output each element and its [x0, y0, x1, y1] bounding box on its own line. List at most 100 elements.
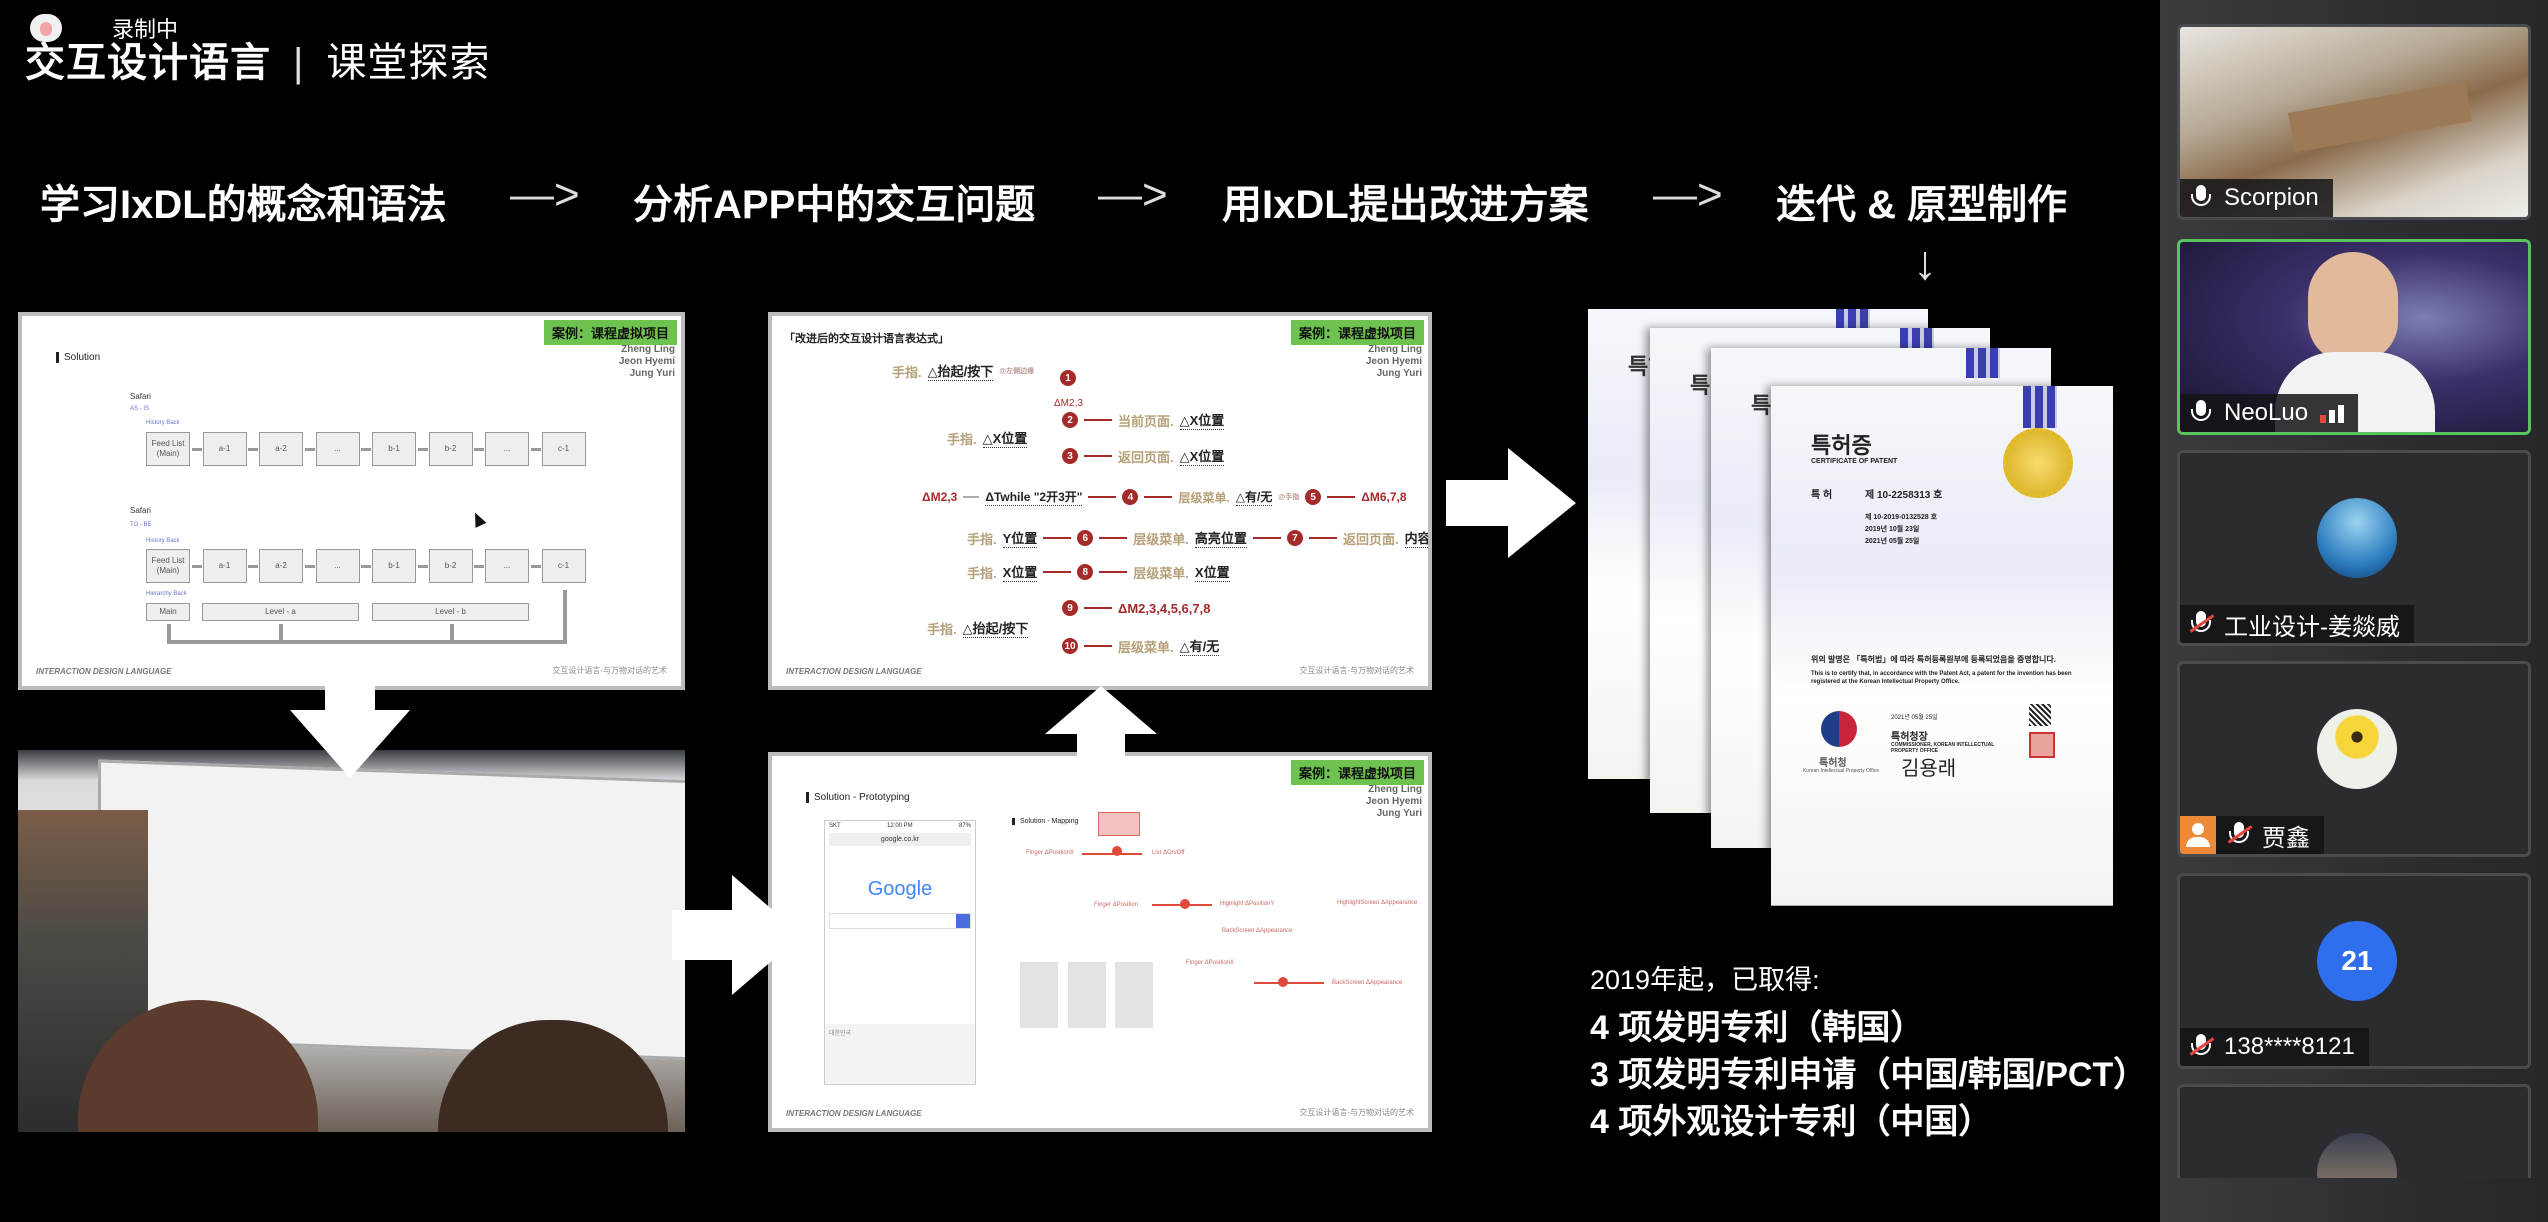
case-badge: 案例：课程虚拟项目	[1290, 320, 1424, 345]
participant-name-bar: 贾鑫	[2180, 816, 2324, 854]
video-feed	[2308, 252, 2398, 362]
participant-tile-active-speaker[interactable]: NeoLuo	[2177, 239, 2531, 435]
slide-footer: INTERACTION DESIGN LANGUAGE	[36, 667, 172, 676]
back-arrow-icon	[530, 448, 541, 451]
microphone-icon	[2190, 400, 2212, 426]
statement-ko: 위의 발명은 「특허법」에 따라 특허등록원부에 등록되었음을 증명합니다.	[1811, 655, 2056, 664]
course-subtitle: 课堂探索	[326, 41, 491, 85]
page-box: ...	[315, 432, 360, 466]
right-flow-arrow-icon	[1446, 448, 1576, 558]
row-label: History Back	[146, 538, 180, 544]
mapping-label: BackScreen ΔAppearance	[1332, 980, 1403, 986]
slide-footer: 交互设计语言-与万物对话的艺术	[1299, 666, 1414, 675]
mapping-label: Highlight ΔPositionY	[1220, 901, 1275, 907]
shared-screen: 录制中 交互设计语言|课堂探索 学习IxDL的概念和语法 —> 分析APP中的交…	[18, 12, 2148, 1145]
page-box: Feed List (Main)	[146, 432, 190, 466]
google-logo: Google	[867, 878, 933, 900]
mapping-label: HighlightScreen ΔAppearance	[1337, 900, 1418, 906]
step-2: 分析APP中的交互问题	[633, 183, 1036, 227]
certificate-date: 2021년 05월 25일	[1891, 715, 1938, 721]
slide-heading: Solution - Prototyping	[806, 792, 910, 803]
commissioner: 특허청장	[1891, 732, 1928, 743]
office-name: 특허청	[1819, 758, 1847, 769]
participant-tile[interactable]	[2177, 1084, 2531, 1178]
case-badge: 案例：课程虚拟项目	[1290, 760, 1424, 785]
mapping-label: Finger ΔPositionX	[1026, 850, 1075, 856]
page-box: ...	[485, 549, 529, 583]
mapping-label: List ΔOn/Off	[1152, 850, 1185, 856]
patent-item: 4 项外观设计专利（中国）	[1590, 1103, 1993, 1141]
step-arrow-icon: —>	[1653, 170, 1723, 219]
commissioner-en: COMMISSIONER, KOREAN INTELLECTUAL PROPER…	[1891, 742, 1995, 754]
step-4: 迭代 & 原型制作	[1776, 183, 2068, 227]
recording-indicator[interactable]: 录制中	[30, 12, 178, 44]
mapping-label: BackScreen ΔAppearance	[1222, 928, 1293, 934]
formula-label: ΔM2,3	[1054, 398, 1083, 409]
section-title: Safari	[130, 392, 151, 401]
mapping-label: Finger ΔPosition	[1094, 902, 1139, 908]
avatar	[2317, 1133, 2397, 1178]
page-box: ...	[485, 432, 529, 466]
bracket-line	[563, 590, 567, 644]
title-separator: |	[293, 41, 305, 85]
page-box: a-2	[259, 432, 303, 466]
row-label: History Back	[146, 420, 180, 426]
up-arrow-icon	[167, 624, 171, 642]
patent-certificate-front: 특허증 CERTIFICATE OF PATENT 특 허 제 10-22583…	[1771, 386, 2113, 906]
video-feed	[2287, 81, 2473, 153]
signature: 김용래	[1901, 756, 1957, 780]
back-arrow-icon	[417, 565, 428, 568]
slide-title: 交互设计语言|课堂探索	[25, 30, 490, 88]
down-arrow-icon: ↓	[1913, 237, 1937, 290]
participant-name: NeoLuo	[2224, 399, 2309, 426]
page-box: c-1	[541, 549, 586, 583]
gesture-frame	[1068, 962, 1106, 1028]
phone-footer: 대한민국	[825, 1024, 975, 1084]
participant-name-bar: 工业设计-姜燚威	[2180, 605, 2414, 643]
patent-item: 3 项发明专利申请（中国/韩国/PCT）	[1590, 1056, 2148, 1094]
patent-label: 특 허	[1811, 490, 1833, 501]
up-arrow-icon	[279, 624, 283, 642]
patent-number: 제 10-2258313 호	[1865, 490, 1943, 501]
participant-tile[interactable]: 贾鑫	[2177, 661, 2531, 857]
url-bar[interactable]: google.co.kr	[829, 833, 971, 846]
participant-panel[interactable]: Scorpion NeoLuo 工业设计-姜燚威 贾鑫 21 138****81…	[2160, 0, 2548, 1222]
slide-heading: Solution	[56, 352, 100, 363]
up-flow-arrow-icon	[1045, 686, 1157, 781]
back-arrow-icon	[361, 448, 371, 451]
participant-tile[interactable]: 工业设计-姜燚威	[2177, 450, 2531, 646]
slide-footer: INTERACTION DESIGN LANGUAGE	[786, 1109, 922, 1118]
participant-tile[interactable]: Scorpion	[2177, 24, 2531, 220]
participant-name: 138****8121	[2224, 1033, 2355, 1060]
search-field[interactable]	[829, 913, 971, 929]
step-3: 用IxDL提出改进方案	[1222, 183, 1589, 227]
signal-strength-icon	[2320, 403, 2345, 423]
gold-seal-icon	[2003, 428, 2073, 498]
section-subtitle: AS - IS	[130, 406, 150, 412]
participant-name-bar: 138****8121	[2180, 1028, 2369, 1066]
bracket-line	[167, 640, 567, 644]
right-flow-arrow-icon	[672, 875, 802, 995]
avatar	[2317, 709, 2397, 789]
back-arrow-icon	[191, 565, 202, 568]
gesture-frame	[1020, 962, 1058, 1028]
page-box: c-1	[541, 432, 586, 466]
back-arrow-icon	[304, 448, 315, 451]
recording-label: 录制中	[112, 17, 179, 42]
reflection-fade	[1560, 905, 2140, 1145]
certificate-title: 특허증	[1811, 433, 1872, 458]
muted-microphone-icon	[2227, 822, 2253, 848]
slide-heading: 「改进后的交互设计语言表达式」	[784, 333, 949, 345]
avatar	[2317, 498, 2397, 578]
participant-tile[interactable]: 21 138****8121	[2177, 873, 2531, 1069]
classroom-photo	[18, 750, 685, 1132]
mouse-cursor-icon	[469, 510, 487, 528]
participant-name: Scorpion	[2224, 184, 2319, 211]
back-arrow-icon	[304, 565, 315, 568]
back-arrow-icon	[530, 565, 541, 568]
